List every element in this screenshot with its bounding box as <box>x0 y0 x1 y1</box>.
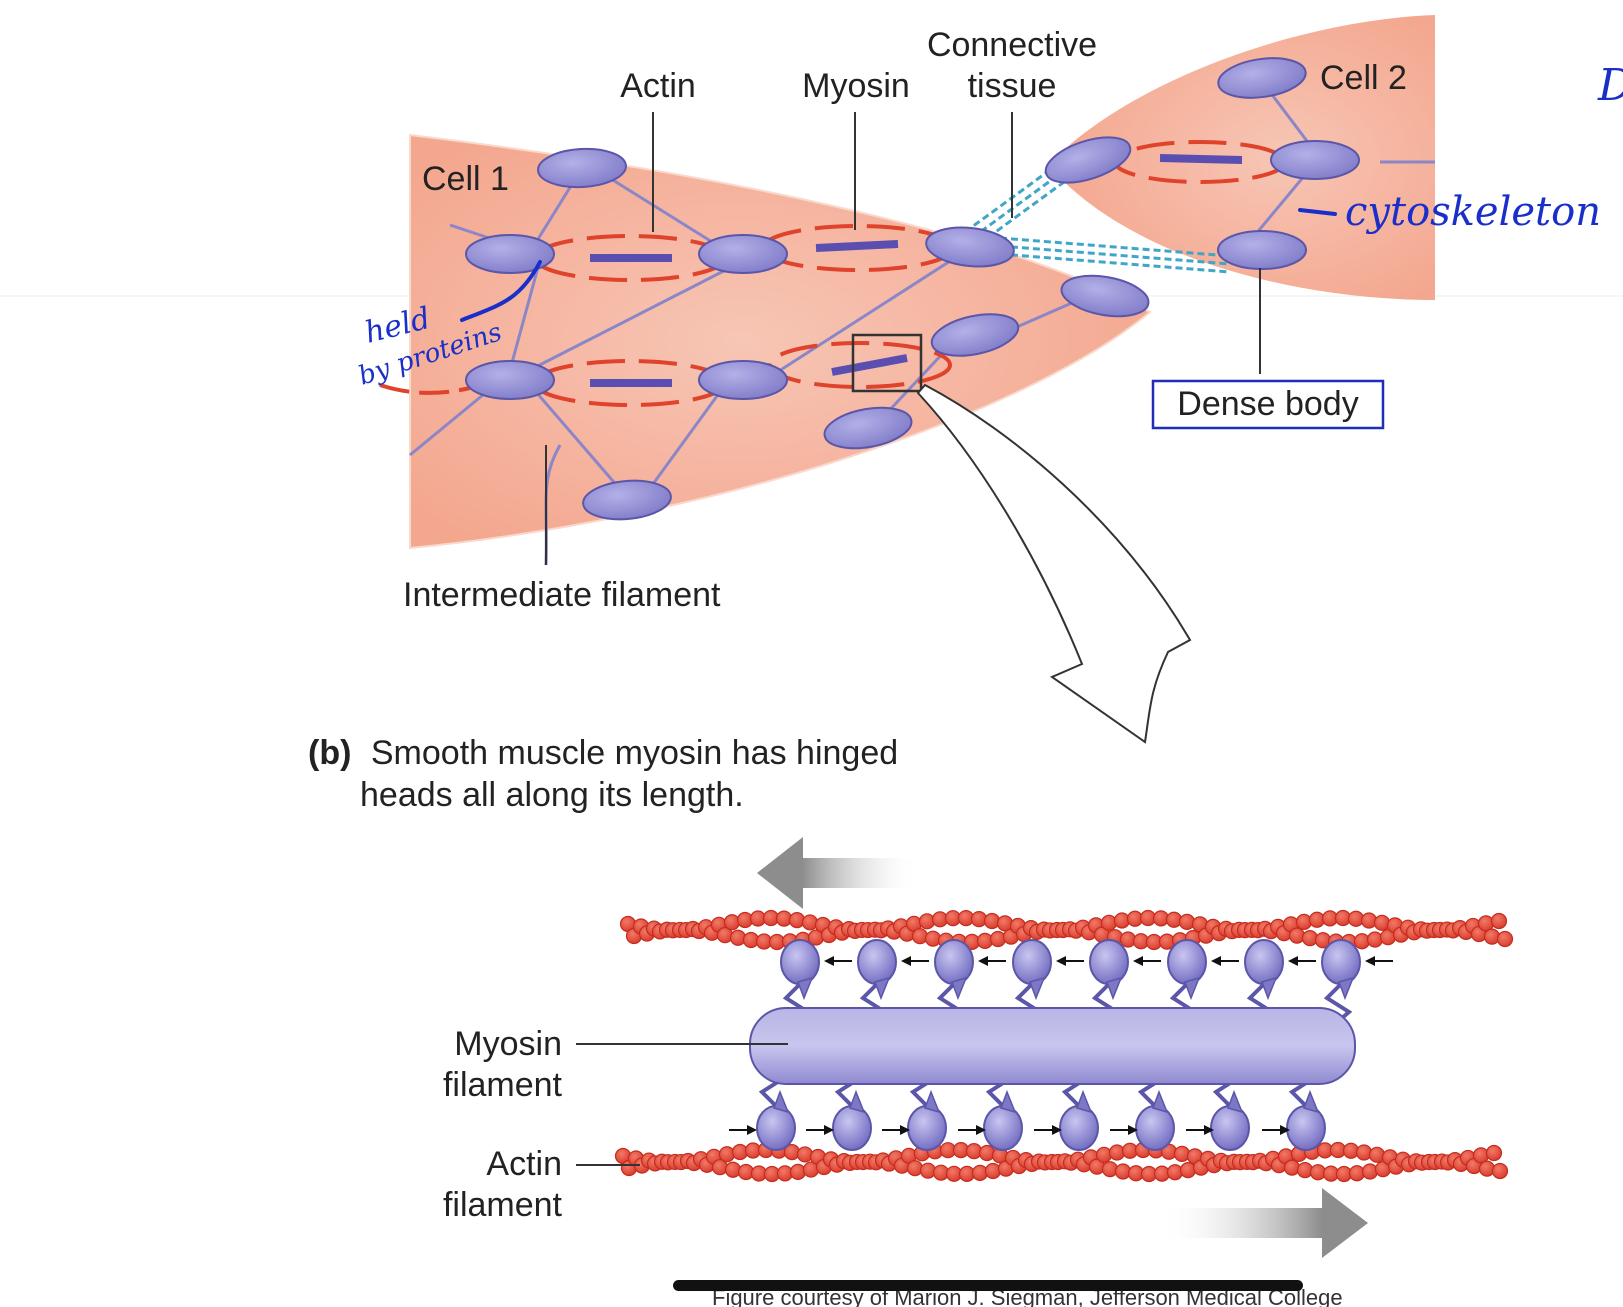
myosin-filament-label-line1: Myosin <box>454 1025 562 1063</box>
arrow-left-small <box>1288 956 1316 966</box>
left-motion-arrow <box>757 837 920 909</box>
actin-bead <box>978 1144 996 1162</box>
actin-bead <box>796 1146 814 1163</box>
arrow-right-small <box>806 1125 834 1135</box>
dense-body <box>925 226 1015 268</box>
actin-bead <box>984 1162 1002 1180</box>
dense-body <box>537 147 627 189</box>
dense-bodies <box>465 57 1360 521</box>
cytoskeleton-annotation: cytoskeleton <box>1345 189 1601 235</box>
arrow-right-small <box>1186 1125 1214 1135</box>
actin-bead <box>1491 1162 1509 1180</box>
dense-body <box>465 360 555 400</box>
sliding-direction-arrows <box>729 956 1393 1135</box>
myosin-head <box>1167 939 1207 1026</box>
connective-tissue-label-line1: Connective <box>927 26 1097 64</box>
myosin-label: Myosin <box>802 67 910 105</box>
dense-body <box>1217 230 1307 270</box>
arrow-left-small <box>1133 956 1161 966</box>
actin-filament-bottom <box>614 1141 1509 1183</box>
actin-bead <box>1490 912 1508 930</box>
cell-2-label: Cell 2 <box>1320 59 1407 97</box>
myosin-bar <box>590 154 1243 387</box>
arrow-right-small <box>1034 1125 1062 1135</box>
dense-body <box>698 360 788 400</box>
home-indicator-bar <box>673 1280 1303 1291</box>
actin-bead <box>1496 930 1514 948</box>
arrow-left-small <box>1056 956 1084 966</box>
actin-bead <box>1368 1146 1386 1163</box>
arrow-right-small <box>1262 1125 1290 1135</box>
arrow-right-small <box>729 1125 757 1135</box>
actin-bead <box>906 1160 924 1177</box>
zoom-arrow <box>916 383 1192 744</box>
actin-bead <box>983 912 1001 930</box>
cytoskeleton-dash <box>1298 208 1337 216</box>
dense-body-label-box <box>1151 379 1385 430</box>
dense-body <box>1270 140 1360 180</box>
intermediate-filament-label: Intermediate filament <box>403 576 721 614</box>
arrow-right-small <box>882 1125 910 1135</box>
dense-body <box>698 234 788 274</box>
actin-bead <box>1478 1160 1496 1177</box>
actin-bead <box>1283 1159 1301 1176</box>
actin-bead <box>911 928 929 945</box>
actin-bead <box>989 930 1007 948</box>
dense-body <box>1060 274 1150 318</box>
panel-b-caption-line1: (b) Smooth muscle myosin has hinged <box>308 734 898 772</box>
edge-letter-annotation: D <box>1597 60 1623 111</box>
arrow-right-small <box>958 1125 986 1135</box>
myosin-head <box>857 939 897 1026</box>
actin-bead <box>1179 1162 1197 1179</box>
actin-bead <box>1485 1144 1503 1162</box>
leader-lines <box>545 112 1261 565</box>
myosin-filament-label-line2: filament <box>443 1066 563 1104</box>
panel-b-text: Smooth muscle myosin has hinged <box>371 734 898 772</box>
zoom-box <box>851 333 923 393</box>
actin-bead <box>1373 914 1391 931</box>
dense-body <box>582 479 672 521</box>
actin-filament-label-line2: filament <box>443 1186 563 1224</box>
actin-bead <box>1483 928 1501 945</box>
dense-body <box>465 234 555 274</box>
arrow-left-small <box>978 956 1006 966</box>
arrow-left-small <box>1211 956 1239 966</box>
arrow-left-small <box>1365 956 1393 966</box>
held-by-proteins-pointer <box>460 260 542 322</box>
panel-b-leaders <box>576 1043 788 1166</box>
actin-bead <box>1288 927 1306 944</box>
dense-body <box>823 406 913 450</box>
myosin-filament <box>749 1007 1356 1085</box>
right-motion-arrow <box>1160 1188 1368 1258</box>
actin-filament-label-line1: Actin <box>486 1145 562 1183</box>
myosin-head <box>1321 939 1361 1026</box>
dense-body <box>1217 57 1307 99</box>
dense-body <box>1044 136 1132 184</box>
panel-b-caption-line2: heads all along its length. <box>360 776 744 814</box>
actin-bead <box>1178 913 1196 930</box>
arrow-left-small <box>824 956 852 966</box>
connective-tissue-label-line2: tissue <box>968 67 1057 105</box>
myosin-head <box>1244 939 1284 1026</box>
dense-body-label: Dense body <box>1177 385 1358 423</box>
myosin-head <box>934 939 974 1026</box>
actin-bead <box>801 914 819 931</box>
actin-filament-top <box>619 909 1514 951</box>
panel-b-marker: (b) <box>308 734 351 772</box>
myosin-head <box>1012 939 1052 1026</box>
actin-label: Actin <box>620 67 696 105</box>
arrow-right-small <box>1110 1125 1138 1135</box>
cell-1-label: Cell 1 <box>422 160 509 198</box>
dense-body <box>930 313 1020 357</box>
myosin-heads-top <box>780 939 1361 1026</box>
actin-bead <box>1173 1145 1191 1162</box>
arrow-left-small <box>901 956 929 966</box>
